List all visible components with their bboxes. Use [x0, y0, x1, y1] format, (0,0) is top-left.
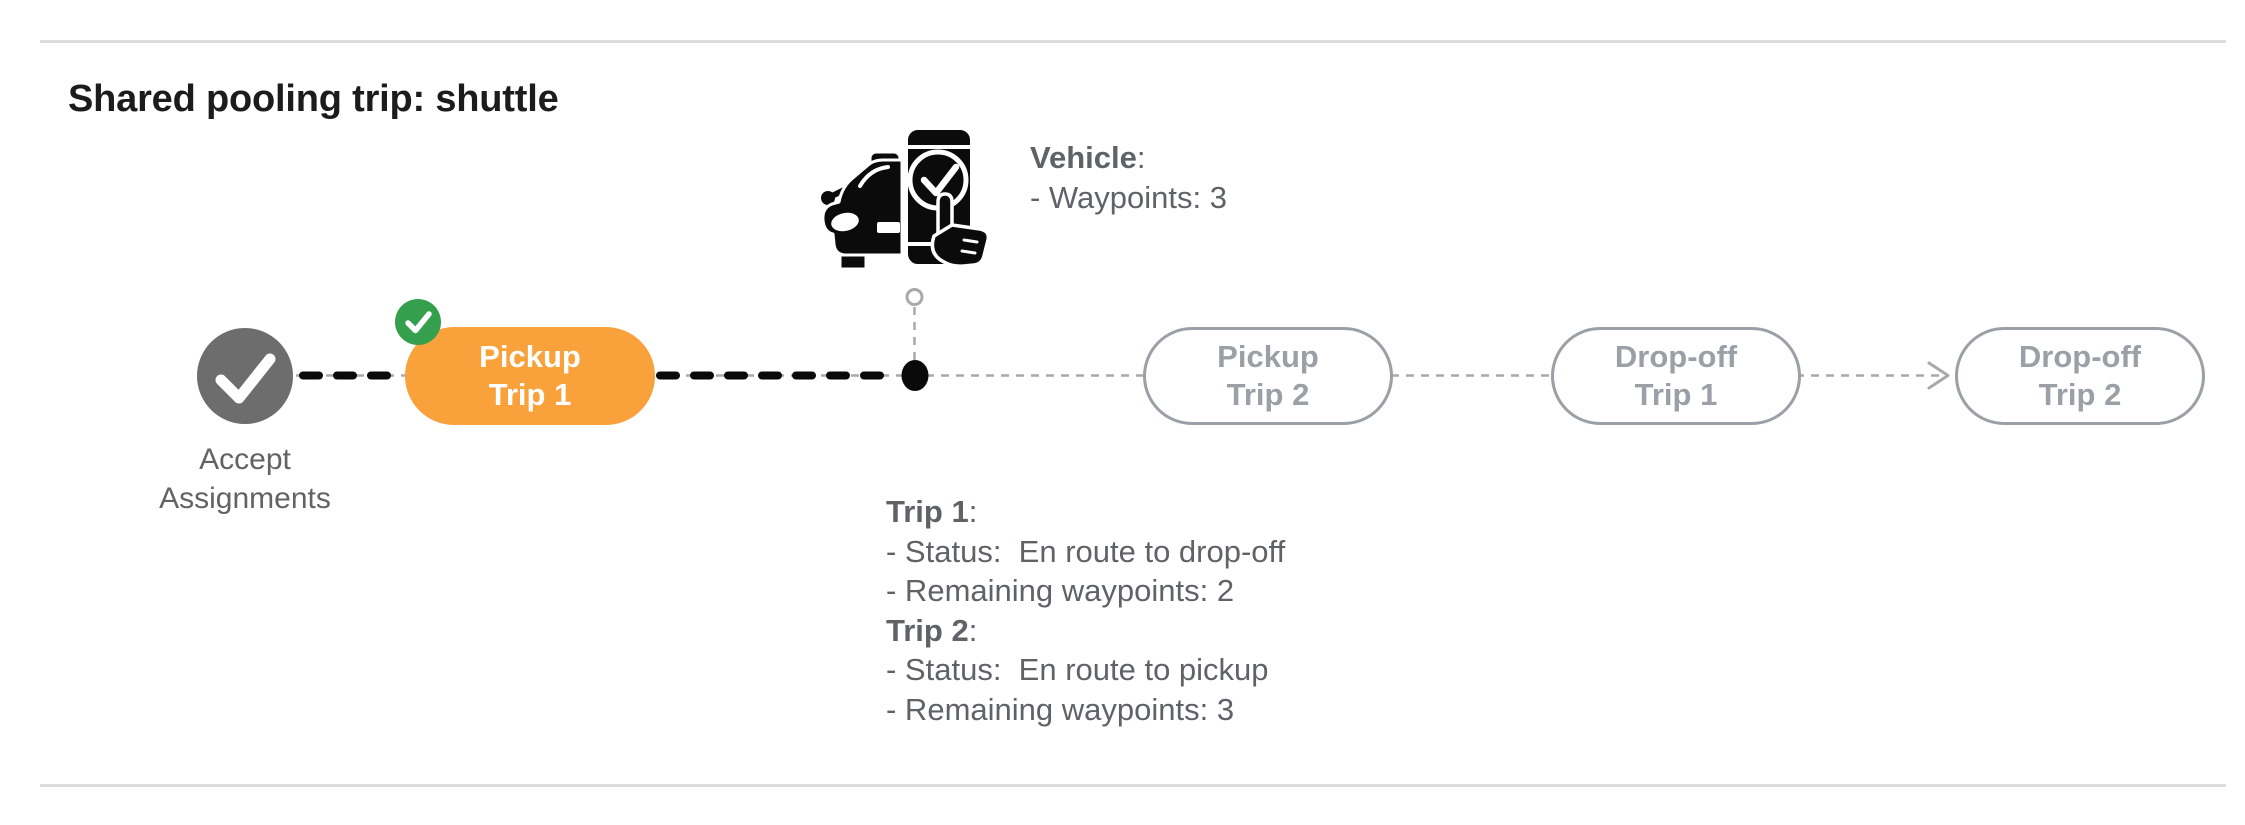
check-icon	[405, 311, 432, 334]
pill-line-2: Trip 1	[488, 377, 572, 412]
accept-assignments-label: Accept Assignments	[159, 443, 331, 515]
pill-line-2: Trip 2	[1226, 377, 1310, 412]
vehicle-position-dot	[901, 360, 929, 391]
vehicle-info-panel: Vehicle: - Waypoints: 3	[1030, 138, 1227, 218]
vehicle-stem-circle	[905, 288, 924, 306]
pill-line-2: Trip 2	[2038, 377, 2122, 412]
trip-status-line: - Status: En route to pickup	[886, 652, 1269, 687]
trip-section-heading: Trip 2:	[886, 612, 978, 648]
bottom-divider	[40, 784, 2226, 787]
pill-line-1: Pickup	[479, 339, 581, 374]
pill-line-1: Pickup	[1217, 339, 1319, 374]
page-title: Shared pooling trip: shuttle	[68, 78, 559, 120]
timeline-node-dropoff-trip-1: Drop-off Trip 1	[1551, 327, 1801, 425]
vehicle-info-line: - Waypoints: 3	[1030, 180, 1227, 215]
timeline-node-accept-assignments	[197, 328, 293, 424]
trip-status-line: - Remaining waypoints: 2	[886, 573, 1235, 608]
pill-line-1: Drop-off	[1614, 339, 1738, 374]
timeline-node-dropoff-trip-2: Drop-off Trip 2	[1955, 327, 2205, 425]
route-arrowhead	[1927, 361, 1950, 390]
trip-status-line: - Remaining waypoints: 3	[886, 691, 1235, 727]
completed-badge	[395, 299, 441, 345]
pill-line-2: Trip 1	[1634, 377, 1718, 412]
vehicle-icon	[821, 126, 988, 271]
top-divider	[40, 40, 2226, 43]
trip-status-panel: Trip 1: - Status: En route to drop-off -…	[886, 492, 1285, 729]
check-icon	[215, 353, 276, 404]
trip-status-line: - Status: En route to drop-off	[886, 533, 1286, 569]
trip-section-heading: Trip 1:	[886, 494, 978, 529]
vehicle-info-heading: Vehicle:	[1030, 140, 1146, 175]
timeline-node-pickup-trip-1: Pickup Trip 1	[405, 327, 655, 425]
vehicle-info-heading-label: Vehicle	[1030, 140, 1137, 175]
pill-line-1: Drop-off	[2018, 339, 2142, 374]
timeline-node-pickup-trip-2: Pickup Trip 2	[1143, 327, 1393, 425]
